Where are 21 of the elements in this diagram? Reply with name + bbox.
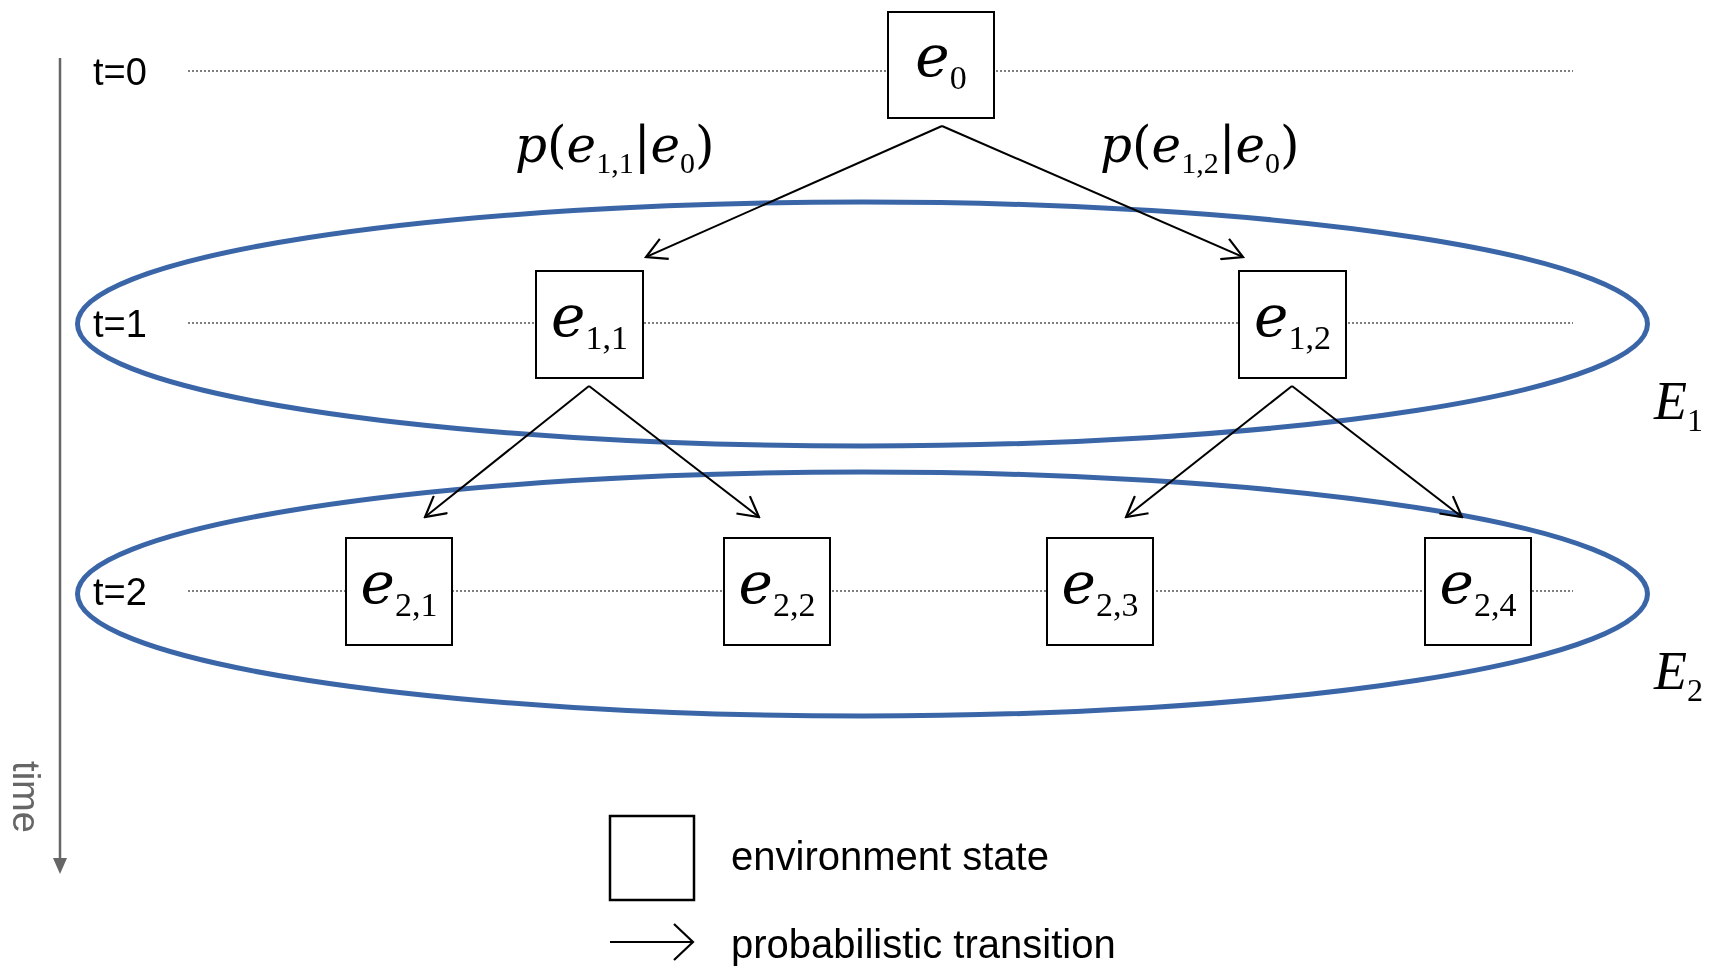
arrow: [588, 385, 761, 519]
axis-label: time: [6, 761, 45, 833]
state-box: e$_{2,1}$: [345, 537, 453, 646]
legend-text: probabilistic transition: [731, 924, 1116, 964]
state-box: e$_{2,2}$: [723, 537, 831, 646]
arrow: [1291, 385, 1464, 519]
arrow: [423, 385, 590, 519]
time-step-label: t=0: [93, 53, 147, 91]
state-box: e$_{2,4}$: [1424, 537, 1532, 646]
state-box: e$_{1,1}$: [535, 270, 644, 379]
state-box: e$_{0}$: [887, 11, 995, 119]
time-step-label: t=2: [93, 573, 147, 611]
arrow: [644, 125, 943, 261]
arrow: [1124, 385, 1293, 519]
set-label: E$_{1}$: [1654, 374, 1703, 436]
arrow: [941, 125, 1245, 261]
time-step-label: t=1: [93, 305, 147, 343]
state-box: e$_{1,2}$: [1238, 270, 1347, 379]
state-box: e$_{2,3}$: [1046, 537, 1154, 646]
legend-text: environment state: [731, 836, 1049, 876]
set-label: E$_{2}$: [1654, 644, 1703, 706]
